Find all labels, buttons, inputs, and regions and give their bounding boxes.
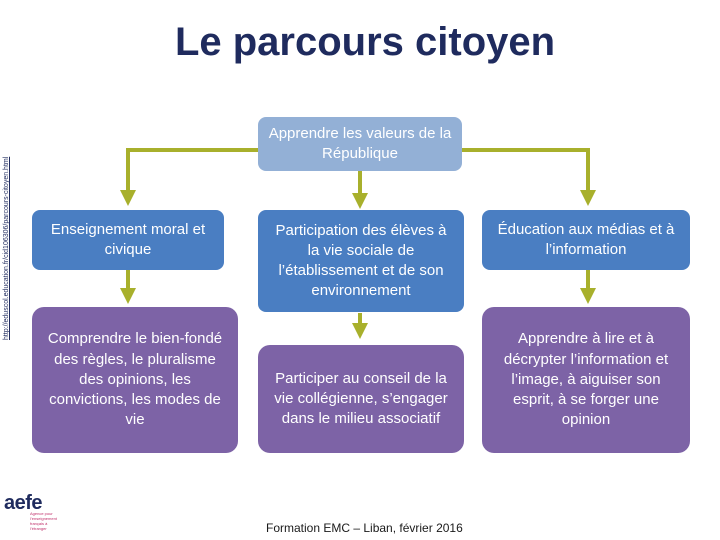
footer-text: Formation EMC – Liban, février 2016	[266, 521, 463, 535]
node-media-literacy: Apprendre à lire et à décrypter l’inform…	[482, 307, 690, 453]
arrow-top-to-right	[462, 148, 596, 206]
arrow-top-to-left	[120, 148, 258, 206]
node-participation: Participation des élèves à la vie social…	[258, 210, 464, 312]
logo-word: aefe	[4, 492, 43, 514]
node-rules-pluralism: Comprendre le bien-fondé des règles, le …	[32, 307, 238, 453]
page-title: Le parcours citoyen	[174, 20, 556, 64]
node-media-education: Éducation aux médias et à l’information	[482, 210, 690, 270]
aefe-logo: aefe Agence pour l’enseignement français…	[4, 492, 60, 531]
node-republic-values: Apprendre les valeurs de la République	[258, 117, 462, 171]
logo-subtitle: Agence pour l’enseignement français à l’…	[30, 511, 57, 531]
node-school-council: Participer au conseil de la vie collégie…	[258, 345, 464, 453]
node-emc: Enseignement moral et civique	[32, 210, 224, 270]
